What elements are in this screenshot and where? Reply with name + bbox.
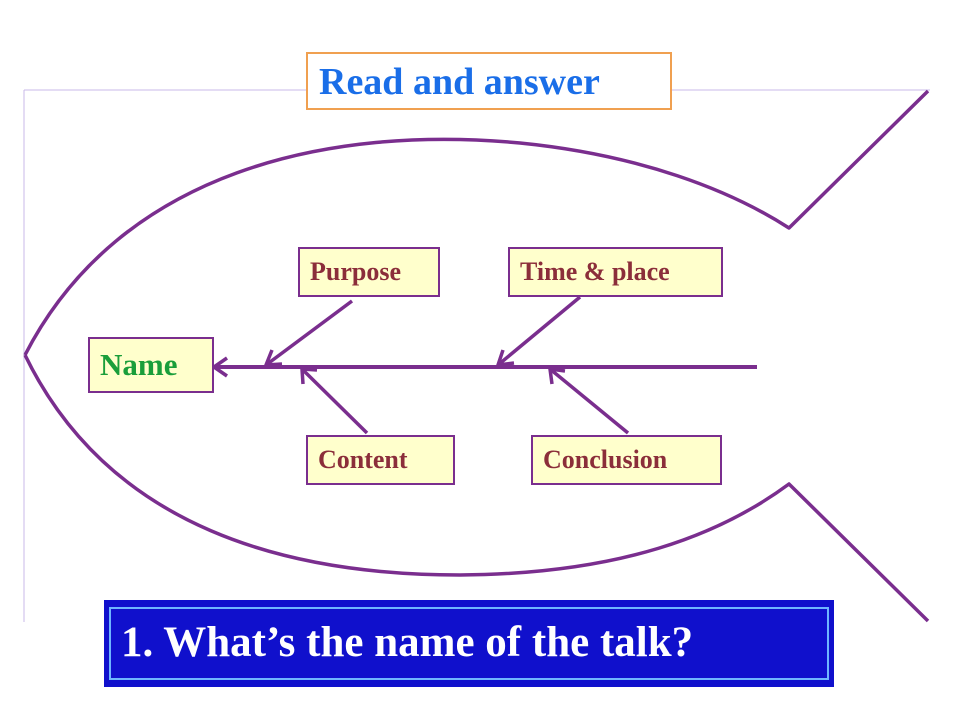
page-title: Read and answer — [306, 52, 672, 110]
content-bone-arrowhead — [300, 367, 318, 385]
question-text: 1. What’s the name of the talk? — [109, 607, 829, 680]
conclusion-bone — [548, 367, 630, 435]
spine-arrowhead — [212, 356, 228, 378]
purpose-bone-arrowhead — [264, 349, 283, 367]
fish-lower-body — [23, 354, 930, 623]
bone-label-time-place: Time & place — [508, 247, 723, 297]
bone-label-purpose: Purpose — [298, 247, 440, 297]
conclusion-bone-arrowhead — [548, 367, 566, 385]
time-place-bone — [496, 295, 582, 367]
bone-label-content: Content — [306, 435, 455, 485]
time-place-bone-arrowhead — [496, 349, 515, 367]
question-banner: 1. What’s the name of the talk? — [104, 600, 834, 687]
bone-label-conclusion: Conclusion — [531, 435, 722, 485]
purpose-bone — [264, 299, 354, 367]
content-bone — [300, 367, 369, 435]
head-label-name: Name — [88, 337, 214, 393]
fish-upper-body — [23, 89, 930, 356]
